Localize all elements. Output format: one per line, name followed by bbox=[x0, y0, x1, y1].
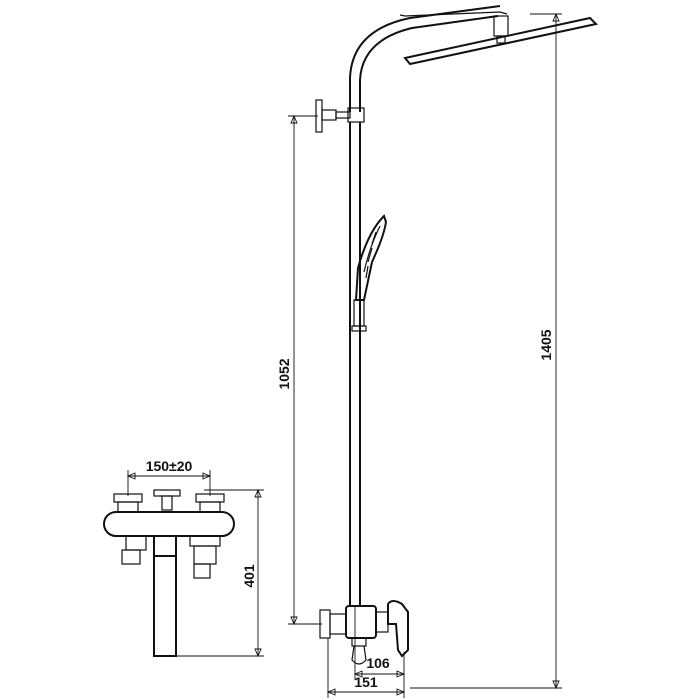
dimension-mixer-height: 401 bbox=[176, 488, 264, 658]
dimension-label-mixer-height: 401 bbox=[241, 564, 257, 588]
rain-shower-head bbox=[399, 11, 599, 66]
wall-mixer-valve bbox=[319, 600, 409, 665]
upper-diverter-knob bbox=[315, 99, 365, 133]
riser-pipe bbox=[349, 122, 361, 605]
hand-shower bbox=[351, 214, 388, 332]
dimension-total-height: 1405 bbox=[410, 12, 562, 690]
bath-mixer-front-view bbox=[103, 489, 235, 657]
dimension-label-total-height: 1405 bbox=[538, 329, 554, 360]
dimension-wall-offset-inner: 106 bbox=[353, 606, 406, 680]
shower-arm bbox=[349, 5, 501, 112]
dimension-label-inner-offset: 106 bbox=[366, 655, 390, 671]
dimension-riser-length: 1052 bbox=[276, 114, 322, 626]
dimension-label-spacing: 150±20 bbox=[146, 458, 193, 474]
dimension-wall-offset-outer: 151 bbox=[326, 638, 406, 698]
dimension-mixer-spacing: 150±20 bbox=[126, 458, 212, 496]
dimension-label-outer-offset: 151 bbox=[354, 674, 378, 690]
dimension-label-riser-length: 1052 bbox=[276, 358, 292, 389]
